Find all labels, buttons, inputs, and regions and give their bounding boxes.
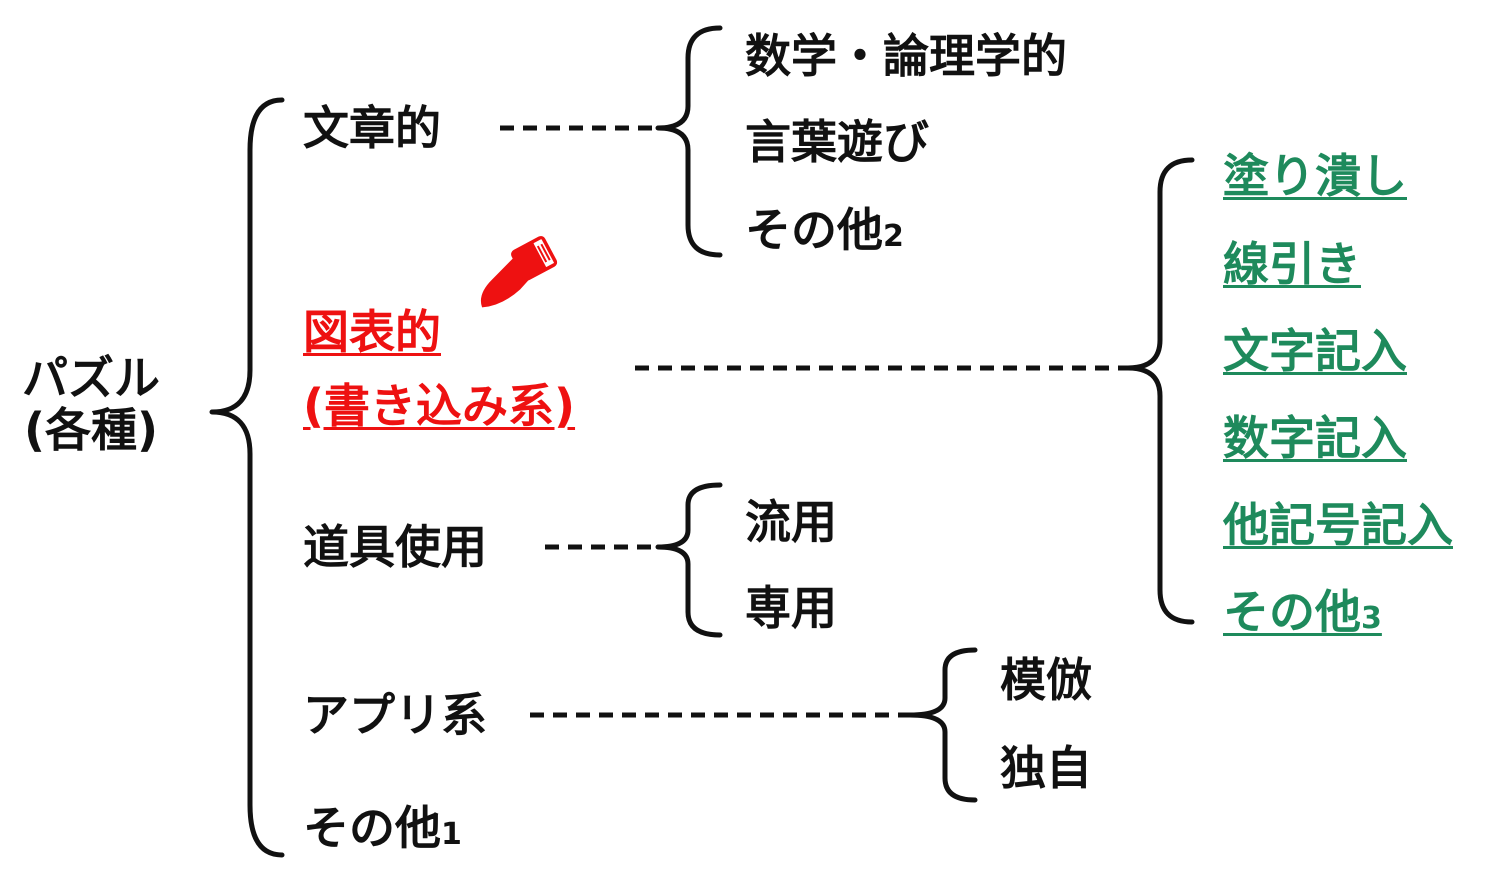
pointing-hand-icon: [480, 236, 558, 308]
dougu-child-reuse: 流用: [745, 495, 837, 549]
category-zuhyou-line2: (書き込み系): [303, 379, 576, 433]
zuhyou-child-fill[interactable]: 塗り潰し: [1223, 149, 1407, 203]
sonota3-sub: 3: [1361, 601, 1382, 636]
sonota2-text: その他: [745, 203, 883, 257]
category-sonota1: その他1: [303, 802, 462, 861]
sonota1-text: その他: [303, 801, 441, 855]
category-bunshou: 文章的: [303, 101, 441, 155]
sonota3-text: その他: [1223, 585, 1361, 639]
app-child-imitation: 模倣: [1000, 653, 1092, 707]
zuhyou-brace: [1125, 157, 1195, 625]
zuhyou-child-number[interactable]: 数字記入: [1223, 411, 1407, 465]
bunshou-child-wordplay: 言葉遊び: [745, 115, 929, 169]
dougu-brace: [655, 482, 723, 638]
bunshou-child-other: その他2: [745, 204, 904, 263]
bunshou-brace: [655, 25, 723, 258]
root-line1: パズル: [22, 351, 160, 405]
app-child-original: 独自: [1000, 741, 1092, 795]
app-brace: [907, 647, 978, 803]
category-dougu: 道具使用: [303, 520, 487, 574]
sonota2-sub: 2: [883, 219, 904, 254]
root-brace: [209, 97, 285, 858]
dougu-child-dedicated: 専用: [745, 581, 837, 635]
zuhyou-child-line[interactable]: 線引き: [1223, 237, 1361, 291]
category-zuhyou-line1: 図表的: [303, 305, 441, 359]
sonota1-sub: 1: [441, 817, 462, 852]
bunshou-child-math: 数学・論理学的: [745, 29, 1067, 83]
zuhyou-child-symbol[interactable]: 他記号記入: [1223, 498, 1453, 552]
category-zuhyou[interactable]: 図表的 (書き込み系): [303, 306, 575, 432]
category-app: アプリ系: [303, 688, 487, 742]
root-label: パズル (各種): [22, 352, 160, 456]
zuhyou-child-other[interactable]: その他3: [1223, 586, 1382, 645]
root-line2: (各種): [23, 403, 159, 457]
zuhyou-child-letter[interactable]: 文字記入: [1223, 324, 1407, 378]
